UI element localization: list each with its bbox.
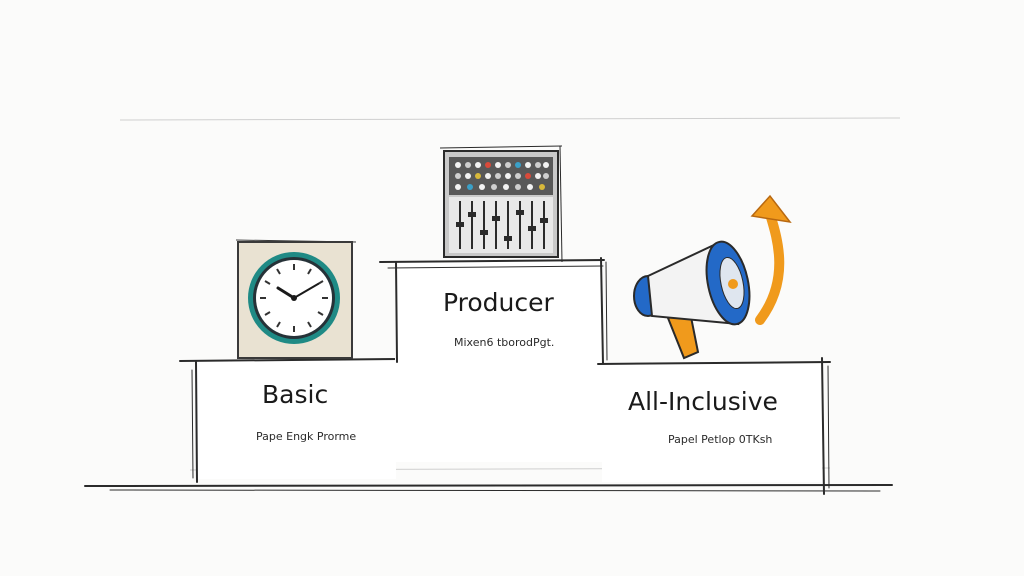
console-fader-caps <box>456 210 548 241</box>
tier-subtitle-all-inclusive: Papel Petlop 0TKsh <box>668 433 773 446</box>
up-arrow-icon <box>750 194 792 325</box>
megaphone-icon <box>633 240 751 360</box>
clock-icon <box>235 239 357 359</box>
tier-subtitle-producer: Mixen6 tborodPgt. <box>454 336 555 349</box>
tier-title-basic: Basic <box>262 380 329 409</box>
step-producer <box>379 257 608 462</box>
console-knobs <box>455 162 549 190</box>
tier-title-all-inclusive: All-Inclusive <box>628 387 778 416</box>
tier-title-producer: Producer <box>443 288 554 317</box>
step-all-inclusive <box>597 357 831 495</box>
step-basic <box>179 358 399 483</box>
mixing-console-icon <box>439 145 563 263</box>
ground-line <box>84 484 893 492</box>
tier-subtitle-basic: Pape Engk Prorme <box>256 430 357 443</box>
